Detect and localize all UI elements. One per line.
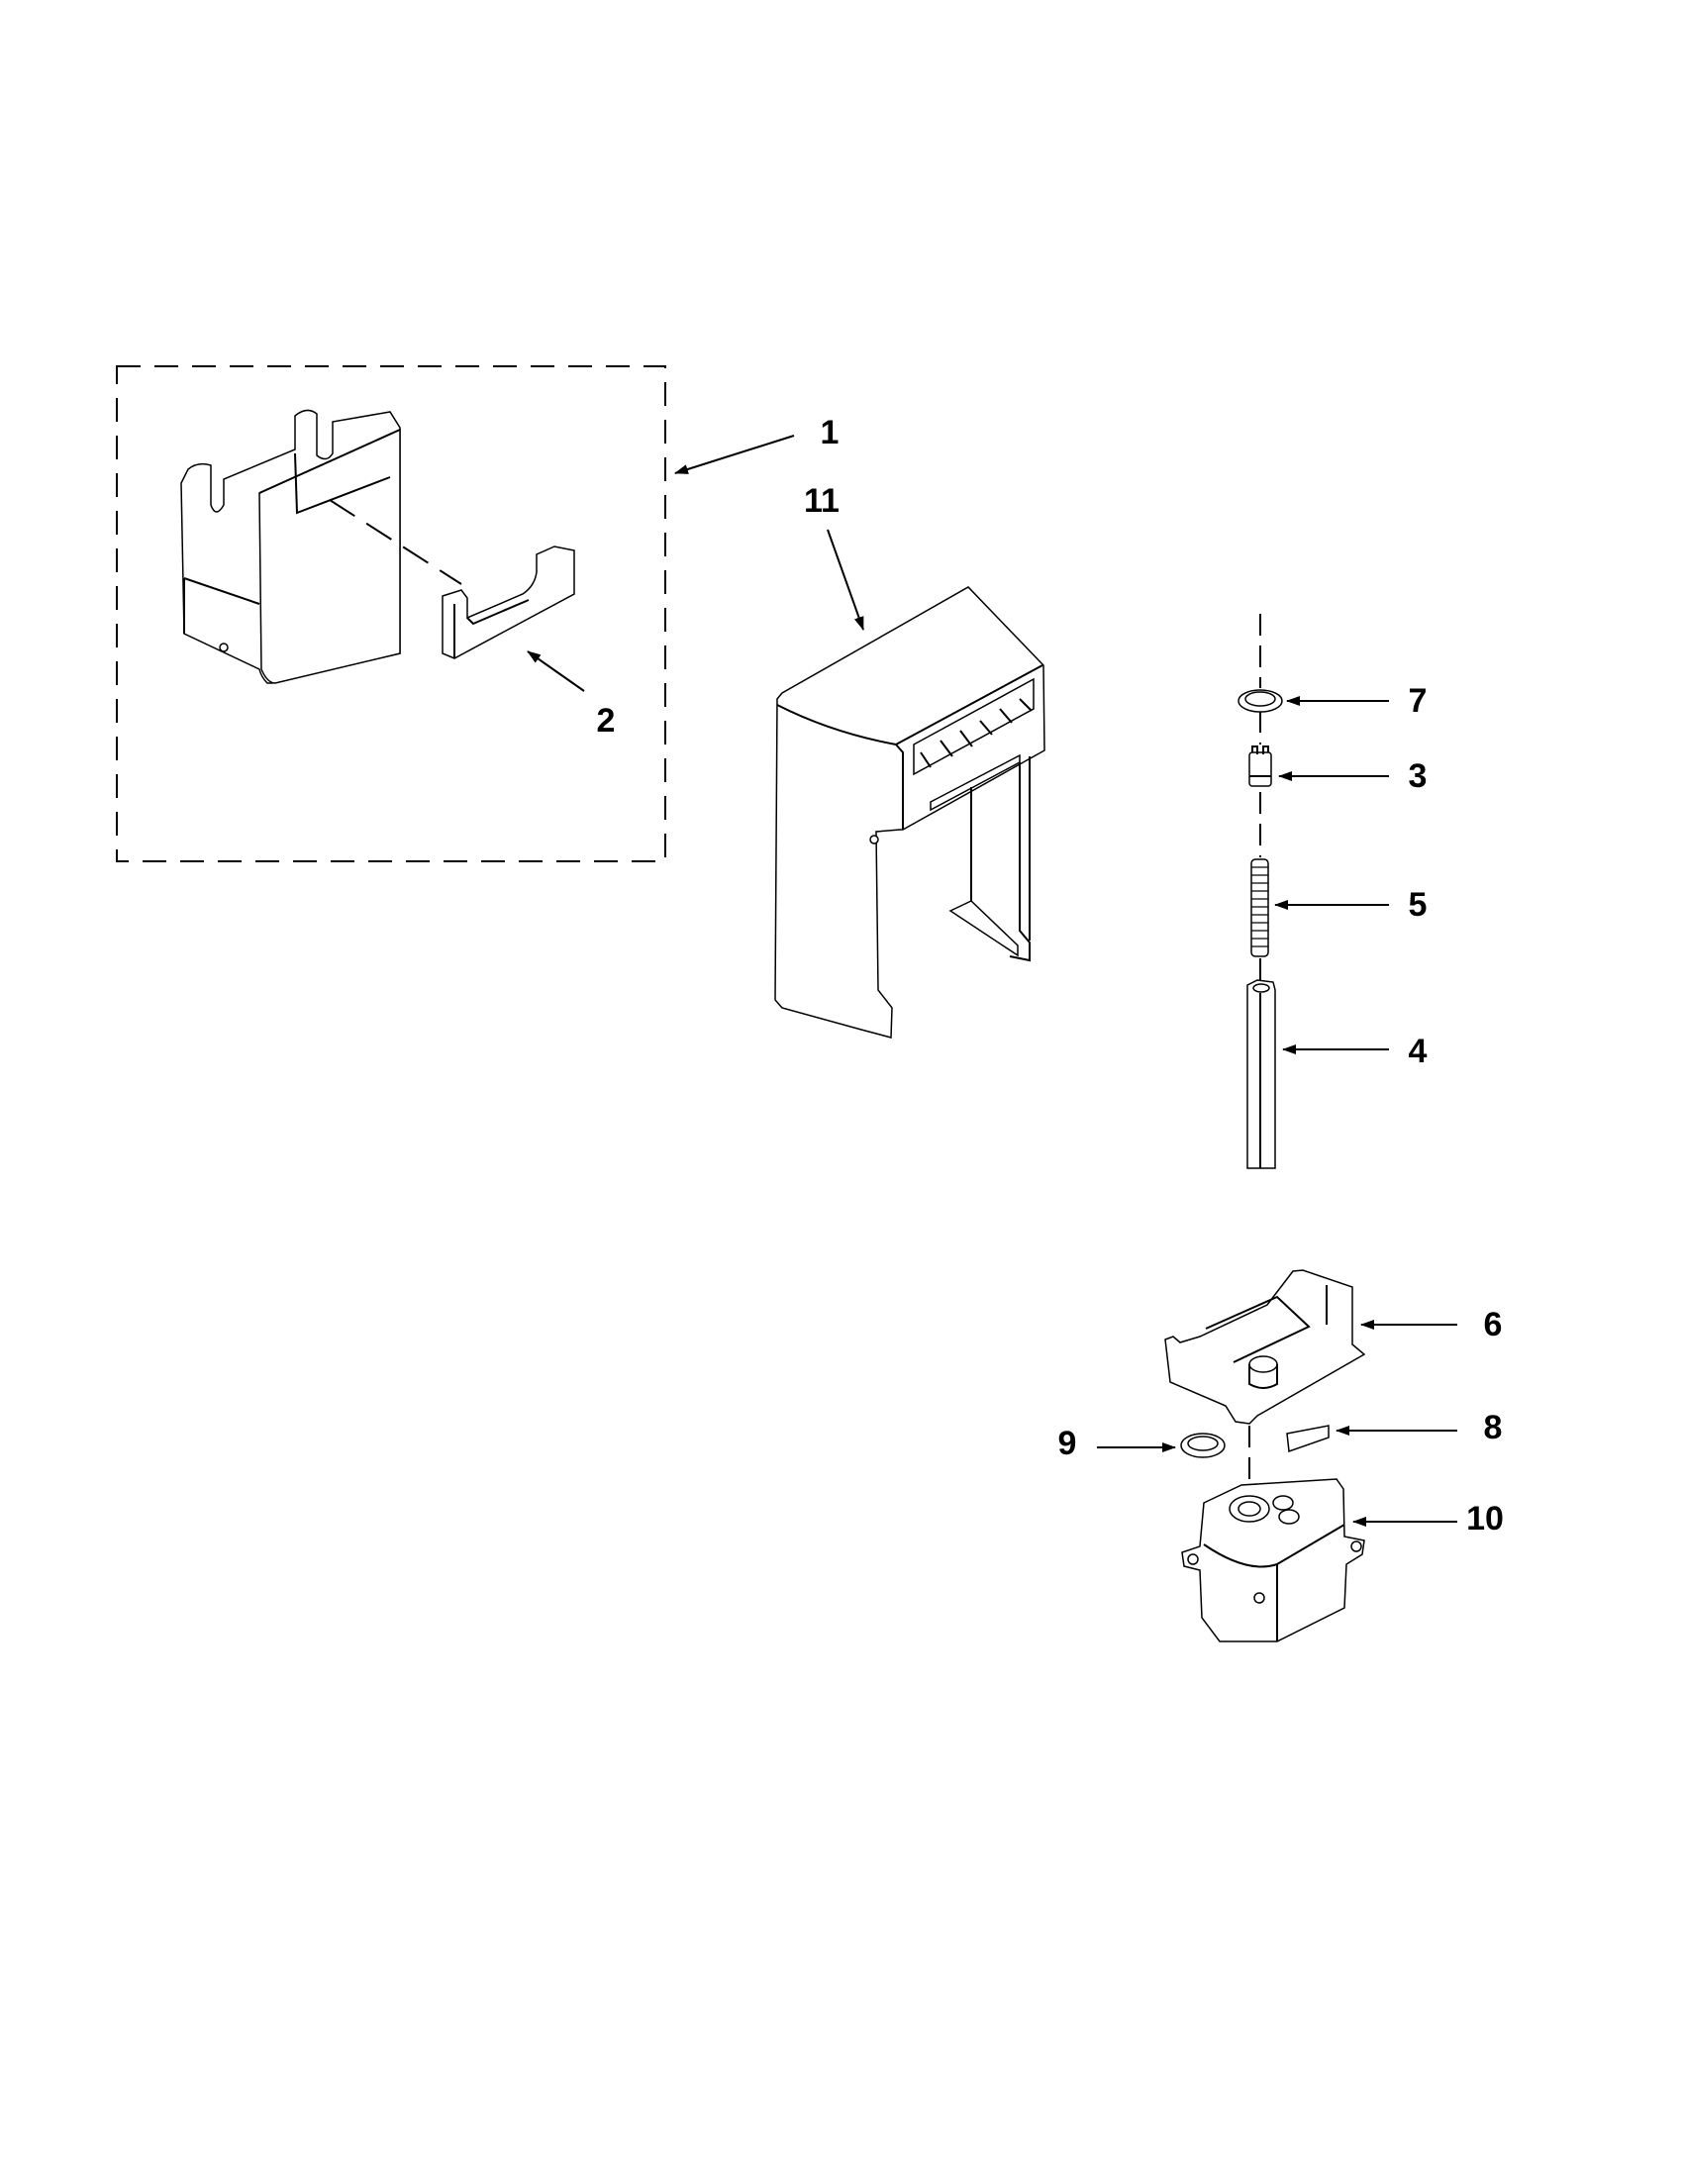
callout-6: 6 xyxy=(1483,1306,1503,1343)
dispenser-housing-drawing xyxy=(774,586,1045,1039)
callout-2: 2 xyxy=(596,702,616,740)
leader-arrow-11 xyxy=(827,529,864,631)
motor-mount-drawing xyxy=(1164,1269,1366,1425)
auger-shaft-drawing xyxy=(1246,979,1276,1169)
callout-9: 9 xyxy=(1057,1425,1077,1462)
callout-5: 5 xyxy=(1408,886,1428,924)
callout-1: 1 xyxy=(820,414,840,451)
ice-bucket-drawing xyxy=(180,409,401,684)
coupler-drawing xyxy=(1248,745,1272,787)
explode-guide-line xyxy=(329,499,462,585)
spring-drawing xyxy=(1250,858,1269,957)
auger-motor-drawing xyxy=(1181,1478,1365,1642)
callout-8: 8 xyxy=(1483,1409,1503,1446)
washer-drawing xyxy=(1238,689,1283,713)
leader-arrow-2 xyxy=(527,650,585,692)
leader-arrow-1 xyxy=(674,435,795,474)
callout-10: 10 xyxy=(1466,1500,1504,1538)
handle-drawing xyxy=(442,546,575,659)
callout-3: 3 xyxy=(1408,757,1428,795)
callout-11: 11 xyxy=(804,482,840,520)
assembly-group-box xyxy=(116,365,666,862)
callout-4: 4 xyxy=(1408,1033,1428,1070)
seal-ring-drawing xyxy=(1180,1433,1226,1458)
callout-7: 7 xyxy=(1408,682,1428,720)
spacer-drawing xyxy=(1286,1425,1330,1453)
